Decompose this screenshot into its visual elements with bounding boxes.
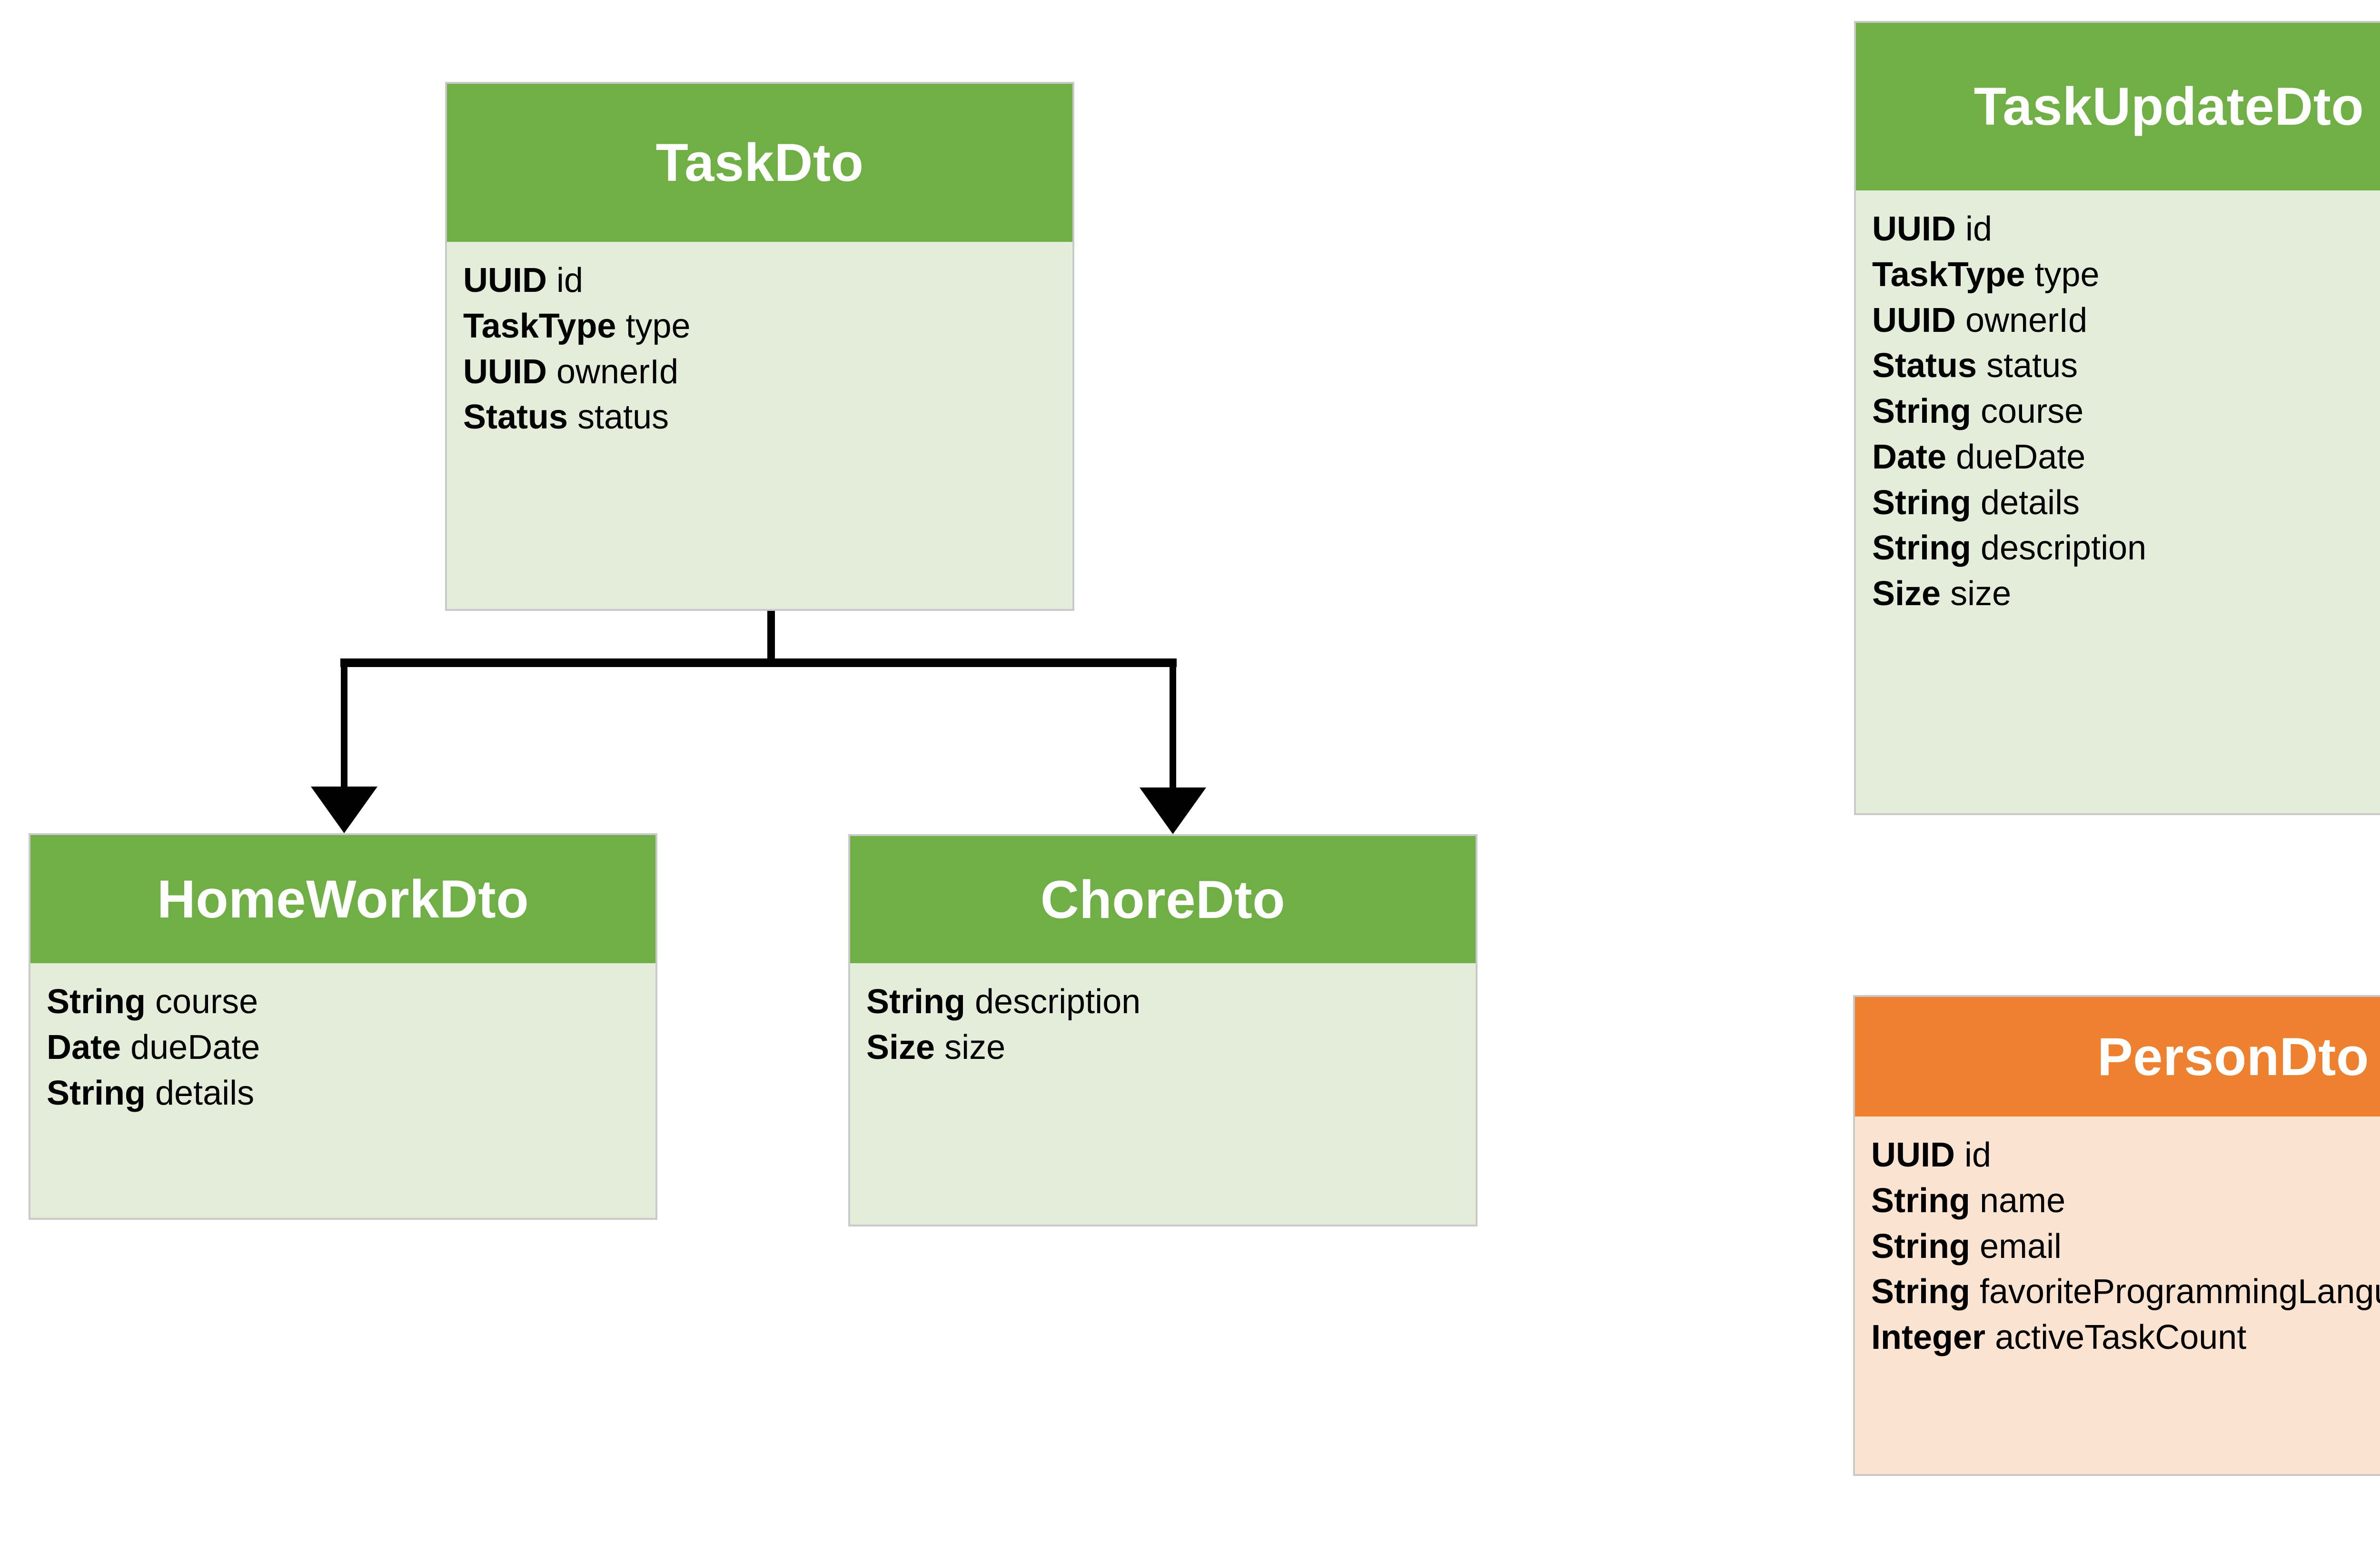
- attribute-type: UUID: [463, 352, 547, 391]
- attribute-name: course: [155, 983, 258, 1021]
- attribute-row: String favoriteProgrammingLanguage: [1871, 1269, 2380, 1315]
- class-box-taskupdatedto[interactable]: TaskUpdateDto UUID id TaskType type UUID…: [1854, 21, 2380, 815]
- attribute-type: String: [47, 983, 146, 1021]
- attribute-type: String: [47, 1074, 146, 1112]
- arrowhead-choredto: [1140, 787, 1206, 834]
- attribute-row: UUID id: [1871, 1133, 2380, 1178]
- attribute-type: UUID: [1871, 1136, 1955, 1174]
- class-body-taskdto: UUID id TaskType type UUID ownerId Statu…: [447, 242, 1072, 440]
- attribute-type: UUID: [463, 261, 547, 299]
- attribute-row: UUID id: [463, 258, 1056, 304]
- attribute-type: String: [1872, 392, 1971, 430]
- attribute-type: String: [1871, 1273, 1970, 1311]
- attribute-row: String details: [1872, 480, 2380, 526]
- class-box-taskdto[interactable]: TaskDto UUID id TaskType type UUID owner…: [445, 82, 1074, 611]
- attribute-name: description: [975, 983, 1141, 1021]
- attribute-name: dueDate: [1956, 438, 2086, 476]
- attribute-type: Size: [866, 1028, 935, 1067]
- attribute-row: String course: [47, 979, 639, 1025]
- attribute-name: details: [1981, 483, 2080, 522]
- attribute-row: Integer activeTaskCount: [1871, 1315, 2380, 1361]
- attribute-type: UUID: [1872, 301, 1956, 339]
- class-title-persondto: PersonDto: [2097, 1027, 2369, 1086]
- attribute-row: Date dueDate: [47, 1025, 639, 1071]
- attribute-type: String: [1871, 1227, 1970, 1266]
- class-box-homeworkdto[interactable]: HomeWorkDto String course Date dueDate S…: [29, 833, 657, 1220]
- attribute-name: favoriteProgrammingLanguage: [1980, 1273, 2380, 1311]
- attribute-name: description: [1981, 529, 2147, 568]
- class-header-taskupdatedto: TaskUpdateDto: [1856, 23, 2380, 190]
- class-title-taskdto: TaskDto: [655, 133, 864, 192]
- attribute-name: ownerId: [556, 352, 679, 391]
- class-body-homeworkdto: String course Date dueDate String detail…: [30, 963, 655, 1116]
- class-title-taskupdatedto: TaskUpdateDto: [1973, 77, 2364, 136]
- class-box-choredto[interactable]: ChoreDto String description Size size: [848, 834, 1478, 1226]
- attribute-row: String description: [866, 979, 1459, 1025]
- attribute-row: Status status: [463, 395, 1056, 440]
- attribute-type: Size: [1872, 575, 1941, 613]
- attribute-row: Size size: [1872, 571, 2380, 617]
- attribute-row: Date dueDate: [1872, 435, 2380, 480]
- class-header-choredto: ChoreDto: [850, 836, 1476, 963]
- class-header-persondto: PersonDto: [1855, 997, 2380, 1116]
- attribute-type: UUID: [1872, 210, 1956, 248]
- attribute-name: type: [2034, 255, 2100, 294]
- attribute-row: String name: [1871, 1178, 2380, 1224]
- attribute-row: String description: [1872, 526, 2380, 571]
- attribute-type: String: [1872, 483, 1971, 522]
- attribute-row: UUID ownerId: [1872, 298, 2380, 344]
- attribute-row: UUID ownerId: [463, 349, 1056, 395]
- attribute-type: Integer: [1871, 1318, 1986, 1356]
- attribute-name: name: [1980, 1181, 2066, 1220]
- attribute-row: TaskType type: [463, 304, 1056, 349]
- attribute-row: String email: [1871, 1224, 2380, 1270]
- attribute-name: id: [1964, 1136, 1992, 1174]
- attribute-row: Status status: [1872, 343, 2380, 389]
- attribute-name: details: [155, 1074, 255, 1112]
- attribute-type: Date: [1872, 438, 1947, 476]
- attribute-type: Status: [1872, 347, 1977, 385]
- class-header-taskdto: TaskDto: [447, 84, 1072, 242]
- attribute-name: ownerId: [1965, 301, 2088, 339]
- attribute-name: status: [1986, 347, 2078, 385]
- class-body-taskupdatedto: UUID id TaskType type UUID ownerId Statu…: [1856, 190, 2380, 617]
- class-box-persondto[interactable]: PersonDto UUID id String name String ema…: [1853, 995, 2380, 1476]
- attribute-name: course: [1981, 392, 2084, 430]
- attribute-row: UUID id: [1872, 207, 2380, 252]
- attribute-name: email: [1980, 1227, 2062, 1266]
- attribute-type: Date: [47, 1028, 121, 1067]
- attribute-row: String details: [47, 1071, 639, 1116]
- attribute-type: String: [1872, 529, 1971, 568]
- attribute-name: dueDate: [130, 1028, 260, 1067]
- attribute-name: size: [1950, 575, 2012, 613]
- attribute-name: size: [944, 1028, 1006, 1067]
- attribute-row: TaskType type: [1872, 252, 2380, 298]
- class-title-homeworkdto: HomeWorkDto: [157, 869, 529, 929]
- attribute-row: String course: [1872, 389, 2380, 435]
- class-body-persondto: UUID id String name String email String …: [1855, 1116, 2380, 1361]
- class-title-choredto: ChoreDto: [1040, 869, 1286, 929]
- attribute-name: activeTaskCount: [1995, 1318, 2247, 1356]
- attribute-type: String: [1871, 1181, 1970, 1220]
- attribute-type: Status: [463, 398, 568, 437]
- attribute-name: id: [1965, 210, 1993, 248]
- arrowhead-homeworkdto: [311, 787, 377, 833]
- class-header-homeworkdto: HomeWorkDto: [30, 835, 655, 963]
- attribute-type: String: [866, 983, 965, 1021]
- attribute-name: id: [556, 261, 584, 299]
- attribute-name: type: [625, 307, 691, 345]
- attribute-row: Size size: [866, 1025, 1459, 1071]
- class-body-choredto: String description Size size: [850, 963, 1476, 1071]
- attribute-type: TaskType: [1872, 255, 2025, 294]
- attribute-type: TaskType: [463, 307, 616, 345]
- attribute-name: status: [577, 398, 669, 437]
